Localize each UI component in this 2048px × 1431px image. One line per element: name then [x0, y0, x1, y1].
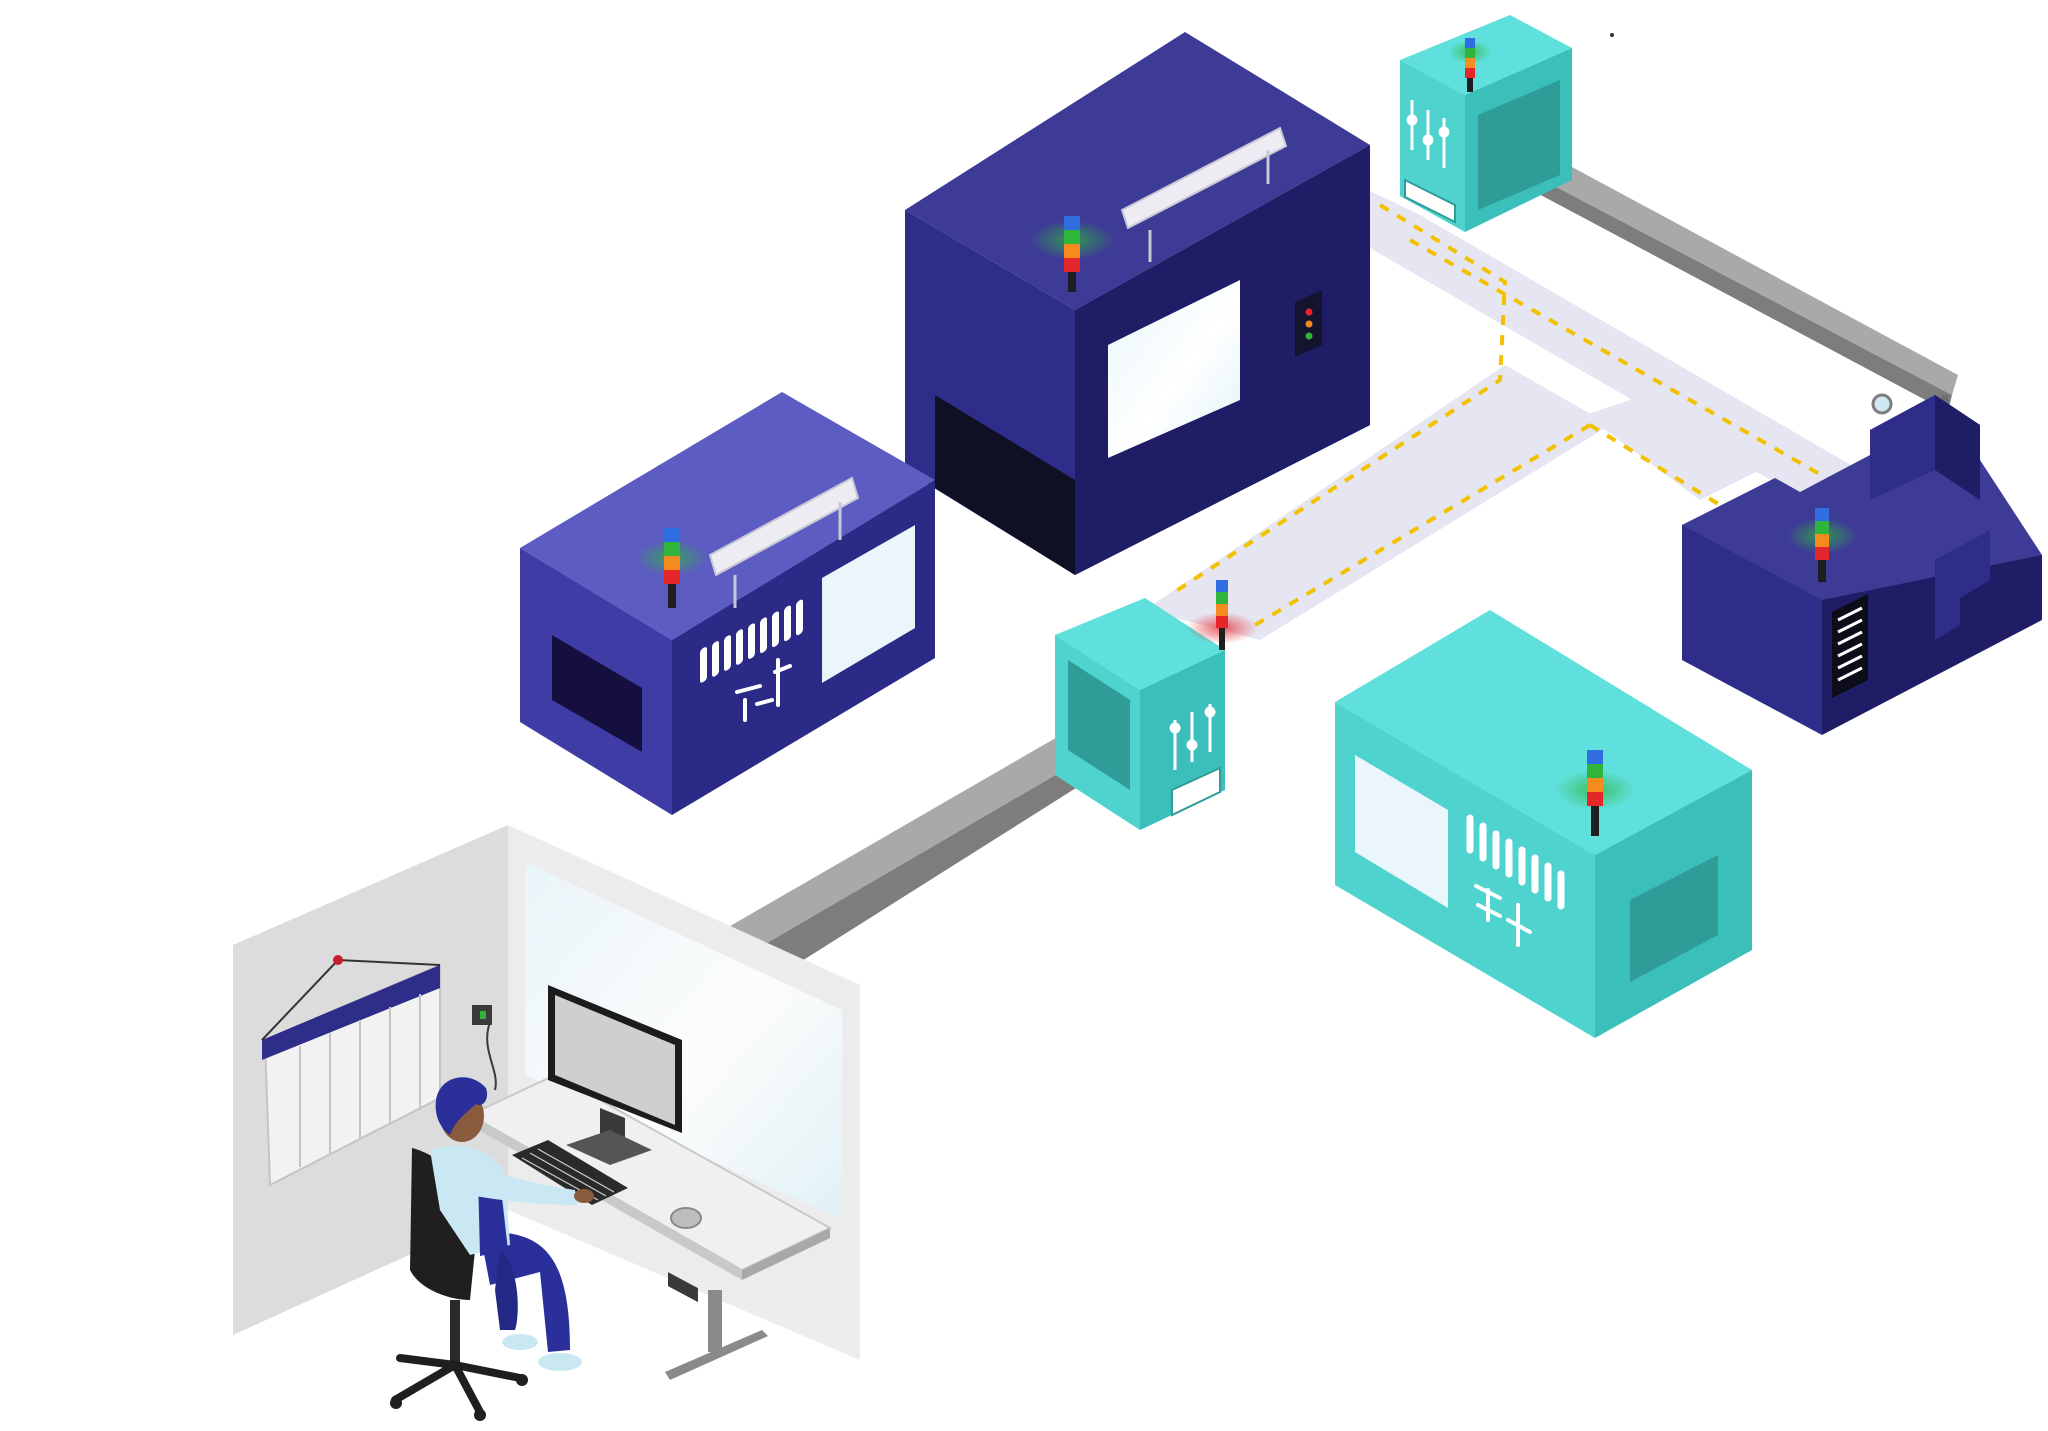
machine-window	[822, 525, 915, 683]
stack-light-icon	[1448, 38, 1492, 92]
stack-light-icon	[1030, 216, 1114, 292]
lane-dash	[1168, 203, 1508, 597]
slider-controls-icon	[735, 658, 792, 722]
machine-window	[1355, 755, 1448, 908]
conveyor-upper	[1460, 112, 1958, 430]
large-navy-machine	[905, 32, 1370, 575]
violet-machine-left	[520, 392, 935, 815]
tube-light	[1120, 126, 1288, 262]
vent-icon	[700, 599, 803, 683]
worker	[390, 1077, 594, 1421]
machine-hatch	[552, 635, 642, 752]
lane-dash	[1588, 423, 1722, 507]
machine-hatch	[1630, 855, 1718, 982]
mouse-icon	[670, 1207, 702, 1229]
vent-icon	[1832, 594, 1868, 698]
stack-light-icon	[1186, 580, 1258, 650]
navy-machine-right	[1682, 395, 2042, 735]
lane-main	[1145, 365, 1610, 640]
lane-dash	[1409, 238, 1901, 522]
speck	[1610, 33, 1614, 37]
machine-window	[1108, 280, 1240, 458]
lane-dash	[1253, 423, 1592, 627]
tube-light	[708, 476, 860, 608]
stack-light-icon	[1555, 750, 1635, 836]
lane-branch	[1585, 395, 1760, 500]
slider-controls-icon	[1406, 100, 1450, 168]
status-led-panel-icon	[1295, 290, 1322, 357]
vent-icon	[1171, 766, 1221, 817]
teal-module-top	[1400, 15, 1572, 232]
wall-device	[472, 1005, 497, 1091]
booth-window	[525, 862, 842, 1220]
lane-upper	[1368, 190, 1920, 532]
vent-icon	[1404, 178, 1456, 224]
slider-controls-icon	[1169, 704, 1216, 770]
operator-booth	[233, 825, 860, 1421]
vent-icon	[1466, 814, 1565, 910]
stack-light-icon	[636, 528, 708, 608]
monitor-icon	[548, 985, 682, 1165]
teal-module-middle	[1055, 580, 1258, 830]
wall-chart-icon	[261, 955, 441, 1187]
slider-controls-icon	[1474, 884, 1532, 947]
teal-machine-bottom	[1335, 610, 1752, 1038]
floor-lanes	[1145, 190, 1920, 640]
stack-light-icon	[1786, 508, 1858, 582]
